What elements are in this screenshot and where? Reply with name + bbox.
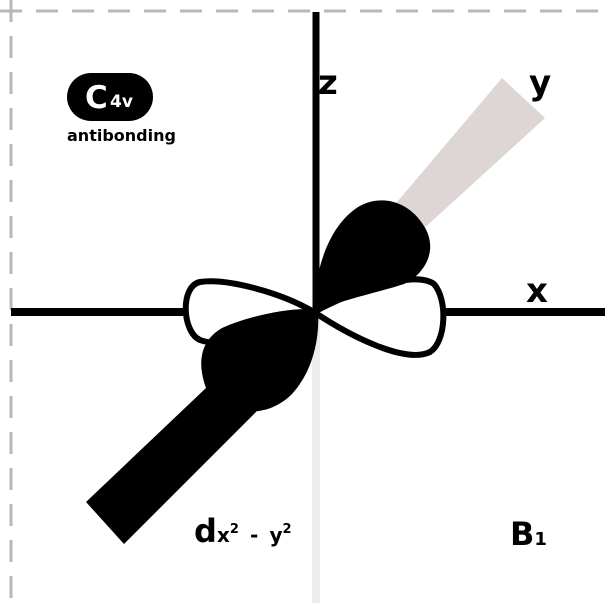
- symmetry-label-sub: 1: [534, 529, 547, 550]
- orbital-label-sup-y: 2: [283, 522, 292, 537]
- orbital-label-sub-y: y: [269, 523, 282, 547]
- orbital-label-main: d: [194, 512, 217, 550]
- orbital-label-sub-x: x: [217, 523, 230, 547]
- y-axis-back-wedge: [392, 78, 545, 232]
- point-group-main: C: [85, 80, 108, 116]
- orbital-label-sup-x: 2: [230, 522, 239, 537]
- z-axis-label: z: [318, 66, 338, 100]
- orbital-label-separator: -: [250, 523, 258, 547]
- y-axis-label: y: [529, 66, 551, 100]
- point-group-badge: C 4v: [67, 73, 153, 121]
- bonding-type-label: antibonding: [67, 128, 176, 144]
- symmetry-label-main: B: [510, 515, 534, 553]
- x-axis-label: x: [526, 274, 548, 308]
- orbital-label: dx2 - y2: [194, 515, 292, 547]
- symmetry-label: B1: [510, 518, 547, 550]
- point-group-sub: 4v: [110, 92, 133, 112]
